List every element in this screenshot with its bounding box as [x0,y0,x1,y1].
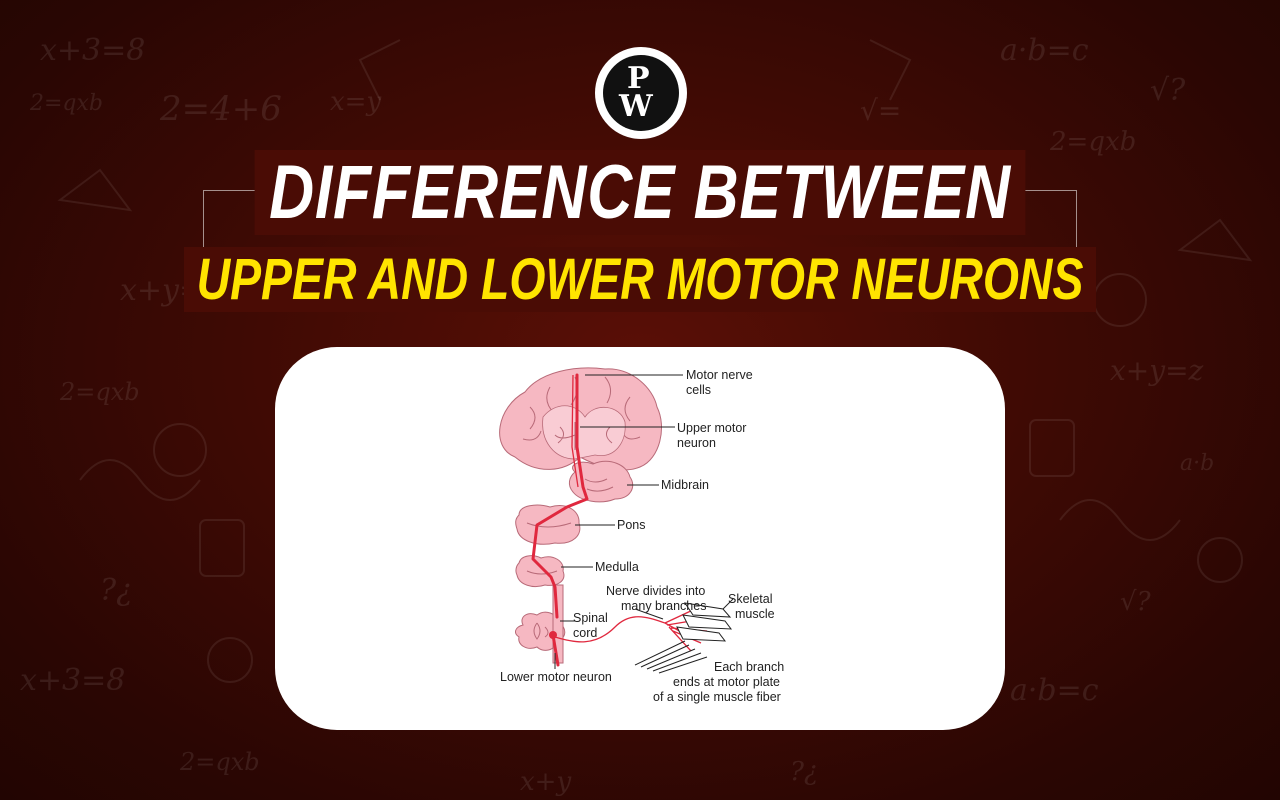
svg-text:a·b=c: a·b=c [1000,33,1089,68]
label-medulla: Medulla [595,560,639,574]
svg-text:a·b: a·b [1180,451,1214,476]
logo-letter-p: P [627,61,650,96]
skeletal-muscle-illustration [634,602,733,674]
svg-text:√=: √= [860,94,901,127]
svg-text:x+y: x+y [520,767,571,797]
svg-text:a·b=c: a·b=c [1010,673,1099,708]
svg-text:2=qxb: 2=qxb [29,91,103,116]
svg-text:x+y=z: x+y=z [1110,354,1204,387]
svg-text:2=qxb: 2=qxb [59,378,140,406]
label-upper-motor-neuron-2: neuron [677,436,716,450]
svg-text:2=qxb: 2=qxb [179,748,260,776]
label-lower-motor-neuron: Lower motor neuron [500,670,612,684]
label-motor-nerve-cells-1: Motor nerve [686,368,753,382]
pw-logo: P W [595,47,687,139]
svg-text:√?: √? [1150,73,1186,108]
svg-text:√?: √? [1120,587,1152,617]
title-line-1-text: DIFFERENCE BETWEEN [254,150,1026,235]
svg-text:x+3=8: x+3=8 [20,663,125,698]
label-each-branch-3: of a single muscle fiber [653,690,781,704]
pons-shape [515,504,581,545]
title-line-1: DIFFERENCE BETWEEN [115,148,1165,238]
svg-text:2=4+6: 2=4+6 [159,89,282,129]
label-nerve-divides-1: Nerve divides into [606,584,705,598]
brain-illustration [499,367,662,471]
pw-logo-mark: P W [603,55,679,131]
svg-text:x=y: x=y [330,87,381,117]
label-motor-nerve-cells-2: cells [686,383,711,397]
label-midbrain: Midbrain [661,478,709,492]
label-each-branch-1: Each branch [714,660,784,674]
logo-letter-w: W [619,89,653,124]
upper-motor-neuron-path [531,373,589,619]
label-nerve-divides-2: many branches [621,599,706,613]
label-pons: Pons [617,518,646,532]
motor-neuron-diagram: Motor nerve cells Upper motor neuron Mid… [499,367,784,704]
label-skeletal-muscle-2: muscle [735,607,775,621]
label-skeletal-muscle-1: Skeletal [728,592,772,606]
title-line-2: UPPER AND LOWER MOTOR NEURONS [128,247,1152,313]
label-spinal-cord-2: cord [573,626,597,640]
title-line-2-text: UPPER AND LOWER MOTOR NEURONS [183,247,1097,312]
label-each-branch-2: ends at motor plate [673,675,780,689]
label-upper-motor-neuron-1: Upper motor [677,421,746,435]
svg-text:2=qxb: 2=qxb [1049,127,1136,157]
svg-text:?¿: ?¿ [100,573,132,608]
label-spinal-cord-1: Spinal [573,611,608,625]
svg-text:x+3=8: x+3=8 [40,33,145,68]
svg-text:?¿: ?¿ [790,757,818,787]
diagram-card: Motor nerve cells Upper motor neuron Mid… [275,347,1005,730]
